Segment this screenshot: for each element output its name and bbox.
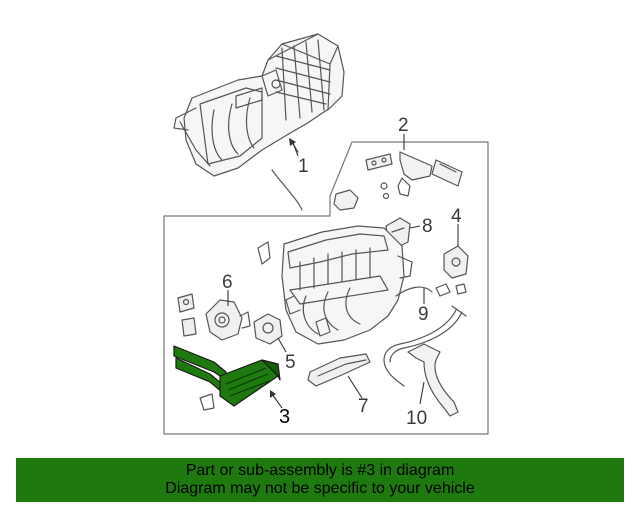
callout-4: 4 xyxy=(451,206,462,227)
arrowheads xyxy=(270,138,296,398)
part-5 xyxy=(253,313,283,345)
callout-3: 3 xyxy=(279,406,290,428)
part-3-heater-core xyxy=(173,345,281,411)
part-4 xyxy=(443,245,469,279)
part-6 xyxy=(205,299,251,341)
clip-left xyxy=(177,293,197,337)
banner-line-disclaimer: Diagram may not be specific to your vehi… xyxy=(165,480,475,497)
banner-line-part: Part or sub-assembly is #3 in diagram xyxy=(185,462,455,479)
part-10 xyxy=(407,343,459,417)
info-banner: Part or sub-assembly is #3 in diagram Di… xyxy=(16,458,624,502)
callout-2: 2 xyxy=(398,115,409,136)
part-7 xyxy=(307,353,371,387)
callout-6: 6 xyxy=(222,272,233,293)
part-9 xyxy=(383,286,467,387)
callout-10: 10 xyxy=(406,408,427,429)
leader-lines xyxy=(227,134,459,409)
exploded-view-outline xyxy=(163,141,489,435)
parts-diagram: 1 2 3 4 5 6 7 8 9 10 xyxy=(163,33,489,435)
callout-8: 8 xyxy=(422,216,433,237)
heater-case xyxy=(257,225,413,345)
bracket-set xyxy=(333,151,463,211)
hvac-assembly-top xyxy=(173,33,345,211)
callout-1: 1 xyxy=(298,156,309,177)
callout-7: 7 xyxy=(358,396,369,417)
callout-5: 5 xyxy=(285,352,296,373)
callout-9: 9 xyxy=(418,304,429,325)
